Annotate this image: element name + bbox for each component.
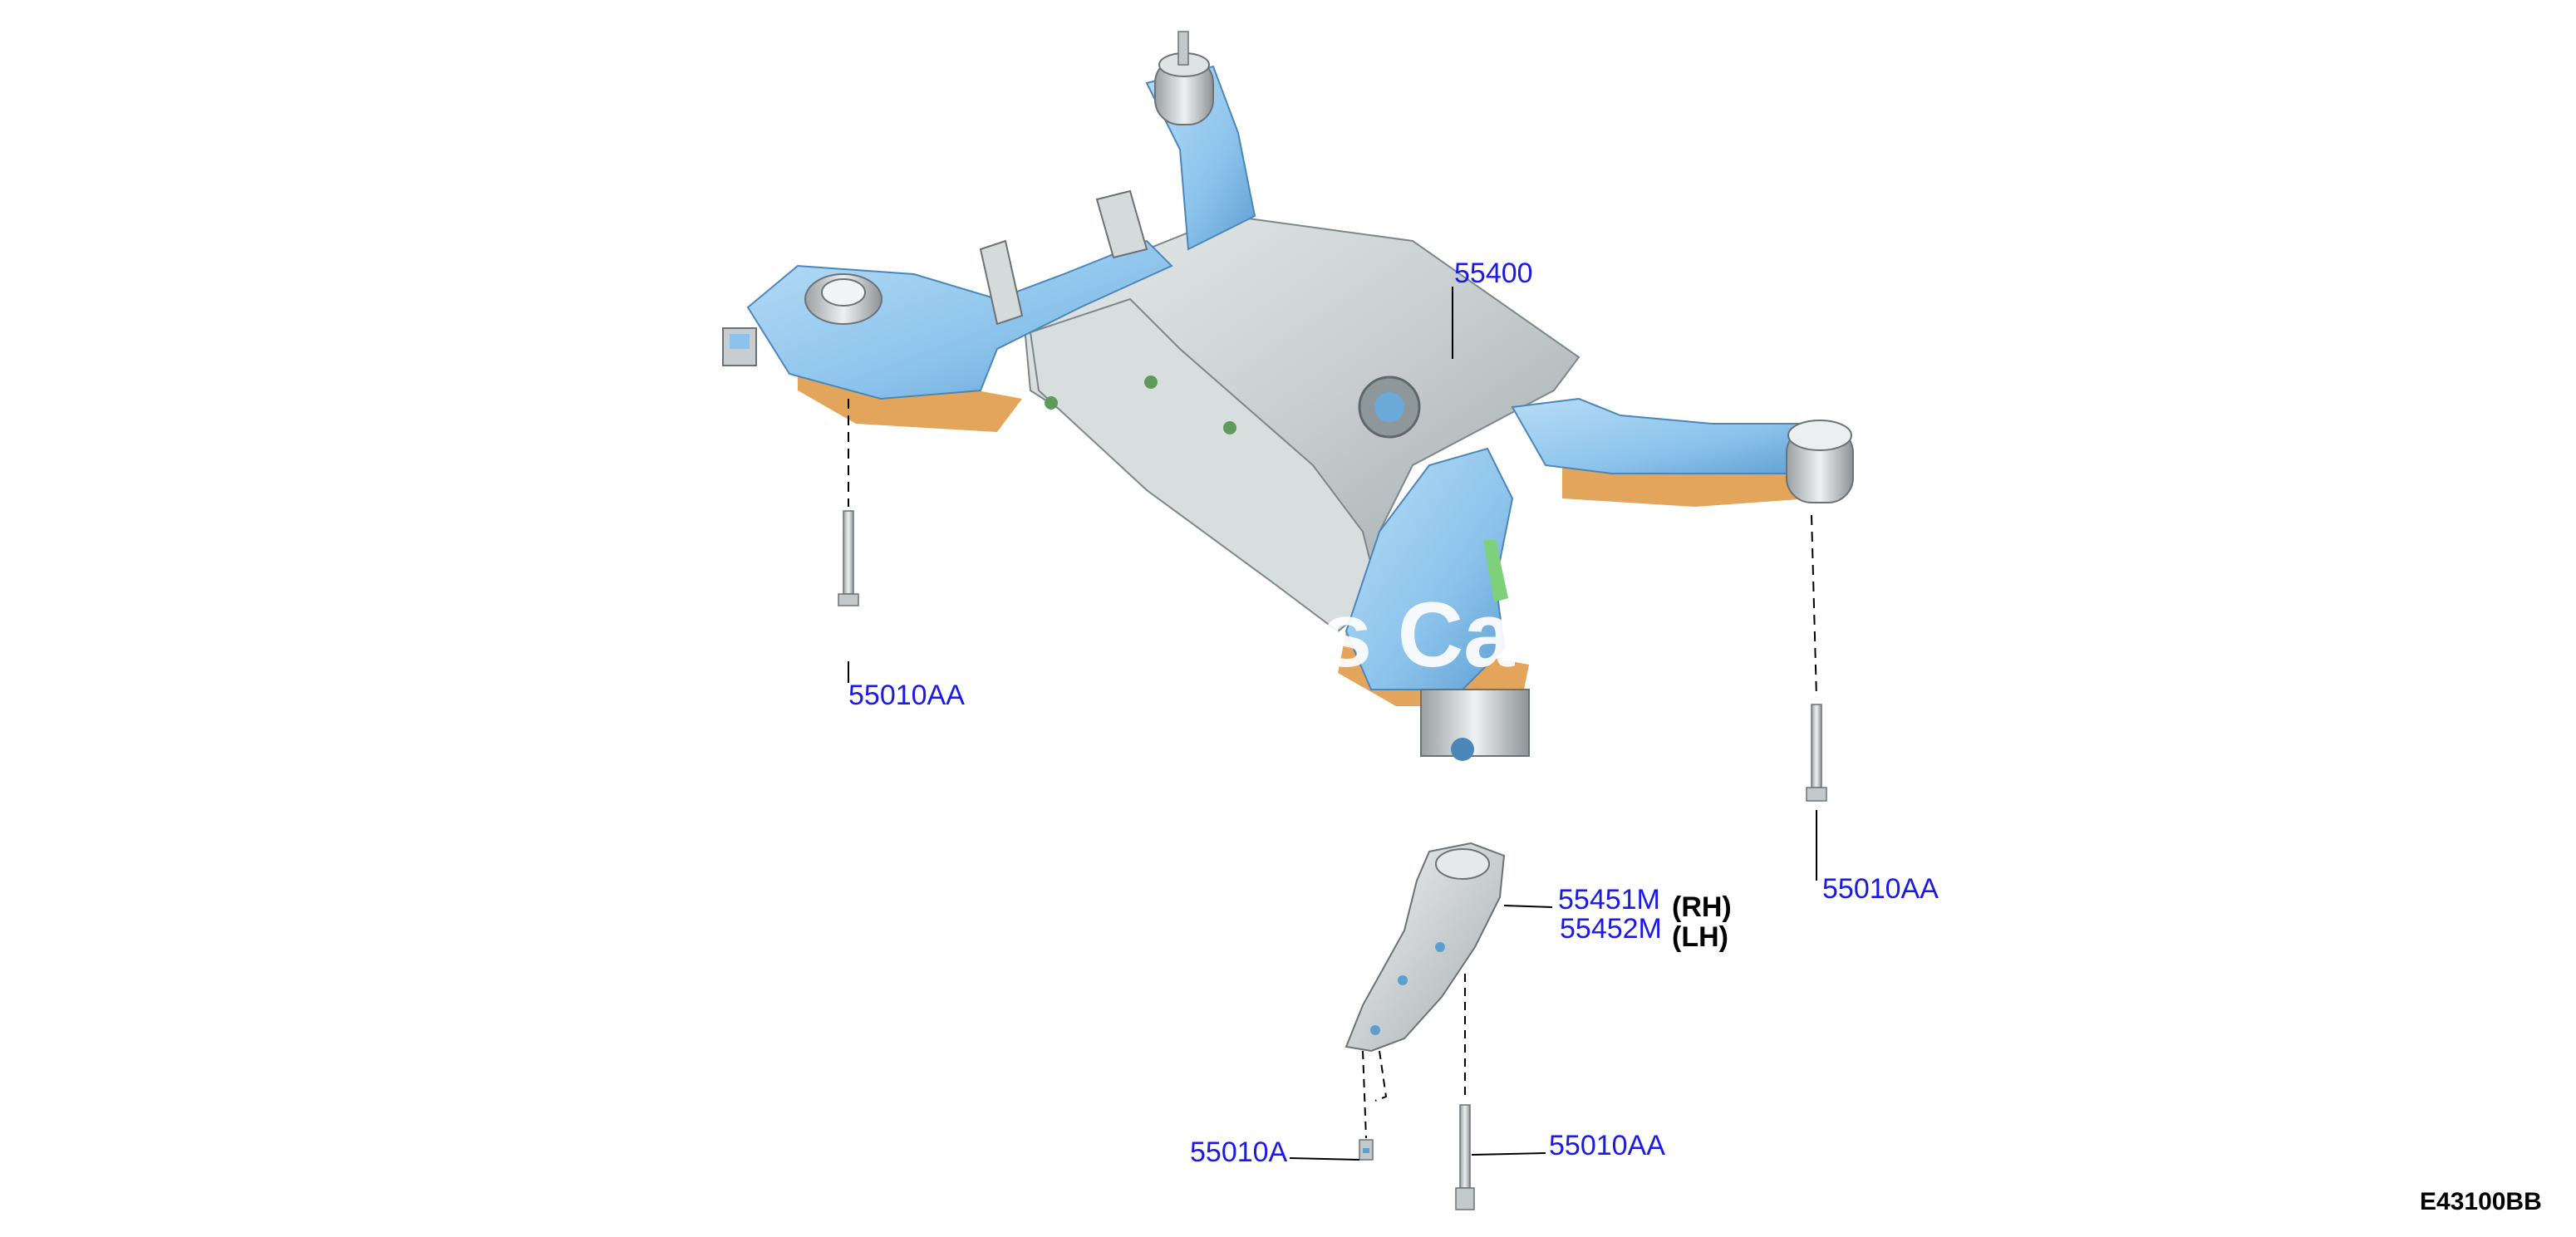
green-dot-3 — [1223, 421, 1236, 434]
bolt-left-illustration — [838, 399, 859, 683]
watermark: s Ca — [1321, 584, 1515, 686]
callout-bolt-right[interactable]: 55010AA — [1822, 873, 1939, 905]
center-hole-inner — [1374, 392, 1404, 422]
bracket-left-end — [722, 327, 757, 366]
diagram-code: E43100BB — [2420, 1188, 2542, 1215]
bracket-illustration — [1345, 842, 1553, 1139]
crossmember-55400 — [722, 31, 1854, 761]
mount-front — [1420, 689, 1530, 761]
green-dot-2 — [1144, 376, 1158, 389]
callout-55400[interactable]: 55400 — [1454, 258, 1533, 289]
bracket-bolt-illustration — [1455, 1104, 1546, 1210]
label-lh: (LH) — [1672, 921, 1728, 953]
green-plate — [1483, 540, 1508, 602]
callout-bracket-bolt[interactable]: 55010AA — [1549, 1130, 1665, 1161]
small-bolt-illustration — [1289, 1139, 1374, 1161]
bushing-right — [1786, 420, 1854, 503]
bolt-right-illustration — [1806, 514, 1827, 881]
underside-right — [1562, 465, 1812, 507]
callout-bracket-lh[interactable]: 55452M — [1560, 913, 1662, 945]
bracket-mid-left — [979, 189, 1148, 326]
bushing-rear — [1154, 31, 1214, 125]
callout-bolt-left[interactable]: 55010AA — [848, 680, 965, 711]
callout-small-bolt[interactable]: 55010A — [1190, 1136, 1288, 1168]
right-arm — [1511, 397, 1821, 474]
bushing-left — [804, 273, 882, 325]
callout-bracket-rh[interactable]: 55451M — [1558, 884, 1660, 915]
green-dot-1 — [1045, 396, 1058, 410]
label-rh: (RH) — [1672, 891, 1732, 923]
front-arm — [1345, 447, 1514, 690]
